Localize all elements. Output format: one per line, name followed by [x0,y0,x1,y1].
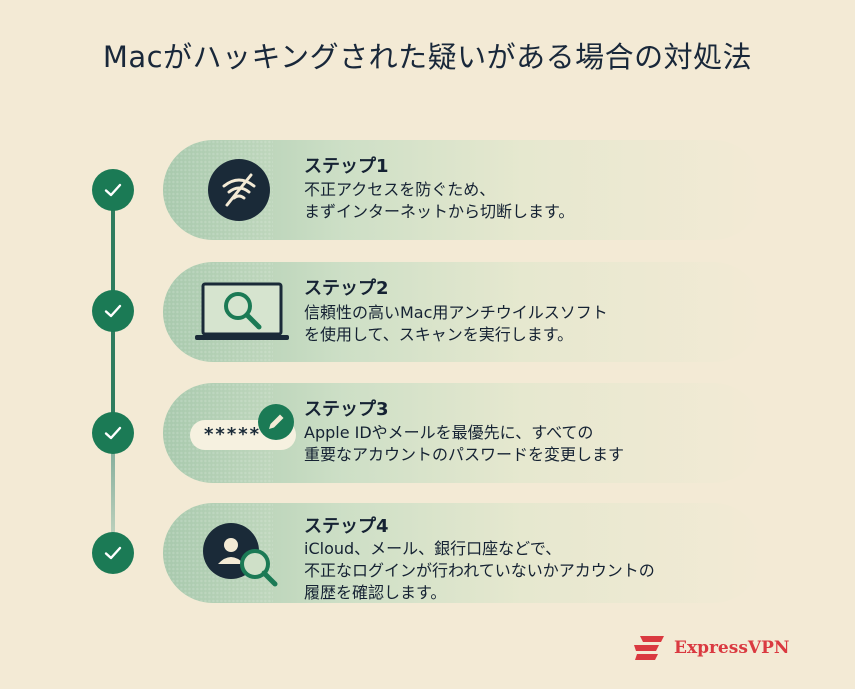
page-title: Macがハッキングされた疑いがある場合の対処法 [102,40,753,74]
wifi-off-icon [208,159,270,225]
laptop-search-icon [193,280,291,348]
step3-title: ステップ3 [304,399,389,420]
step1-check-icon [92,169,134,211]
password-mask: ***** [204,424,262,445]
step1-desc: 不正アクセスを防ぐため、 まずインターネットから切断します。 [304,180,575,221]
step4-desc: iCloud、メール、銀行口座などで、 不正なログインが行われていないかアカウン… [304,539,655,602]
brand-name: ExpressVPN [674,638,790,658]
step1-title: ステップ1 [304,156,389,177]
step2-check-icon [92,290,134,332]
step2-desc: 信頼性の高いMac用アンチウイルスソフト を使用して、スキャンを実行します。 [304,303,608,344]
step4-check-icon [92,532,134,574]
step3-check-icon [92,412,134,454]
timeline-line-fade [111,434,115,554]
user-search-icon [201,520,281,594]
expressvpn-logo-icon [634,636,664,660]
step2-title: ステップ2 [304,278,389,299]
step4-card [163,503,763,603]
pencil-edit-icon [257,403,295,445]
step3-desc: Apple IDやメールを最優先に、すべての 重要なアカウントのパスワードを変更… [304,423,625,464]
step4-title: ステップ4 [304,516,389,537]
expressvpn-logo: ExpressVPN [632,634,789,662]
